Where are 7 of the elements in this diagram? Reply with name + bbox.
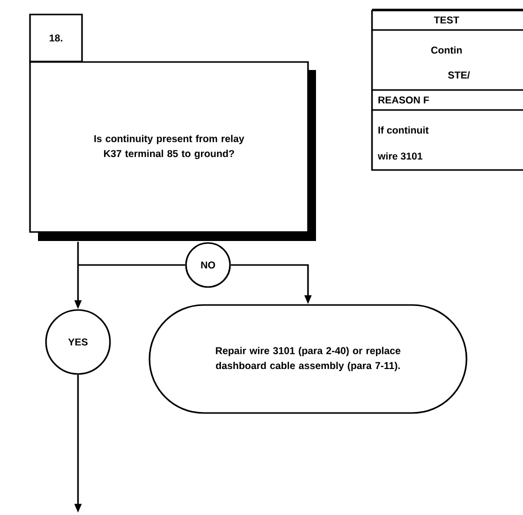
table-cell: Contin STE/ bbox=[371, 30, 523, 91]
action-box: Repair wire 3101 (para 2-40) or replace dashboard cable assembly (para 7-11). bbox=[148, 304, 468, 414]
table-cell: TEST bbox=[371, 10, 523, 31]
table-cell: If continuit wire 3101 bbox=[371, 110, 523, 171]
question-box: Is continuity present from relay K37 terminal 85 to ground? bbox=[29, 61, 316, 241]
table-cell: REASON F bbox=[371, 90, 523, 111]
step-number-box: 18. bbox=[29, 14, 83, 62]
